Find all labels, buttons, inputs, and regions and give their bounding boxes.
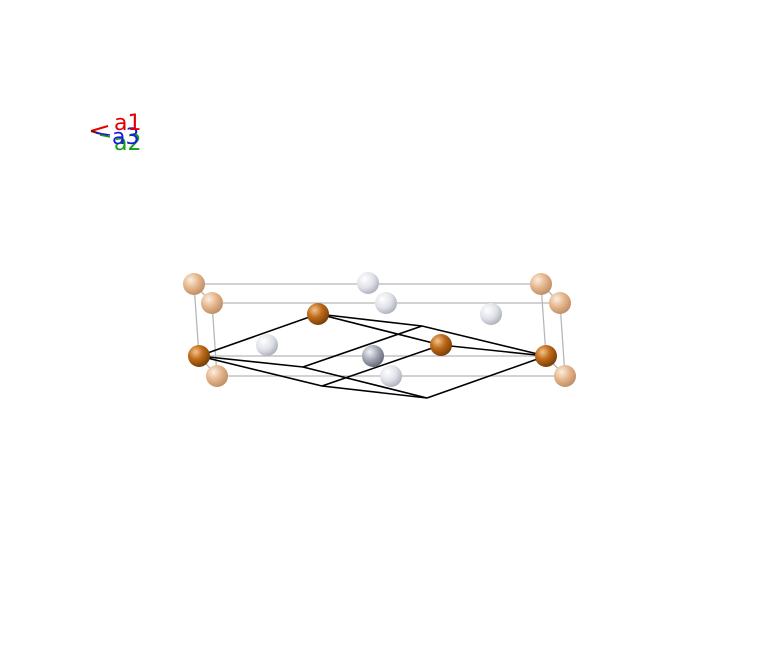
primitive-cell-edges [198,313,547,399]
corner-atom-near-top-left [201,292,223,314]
corner-atom-far-top-right [530,273,552,295]
silver-atom-bottom-center [380,365,402,387]
axis-indicator: a2 a3 a1 [90,111,141,156]
corner-atom-far-top-left [183,273,205,295]
axis-a2-label: a2 [114,131,141,156]
silver-atom-near-center [375,292,397,314]
silver-atom-left [256,334,278,356]
silver-atom-right [480,303,502,325]
corner-atom-bottom-left [206,365,228,387]
axis-a3-label: a3 [112,125,139,150]
axis-a2-arrow [99,134,111,138]
silver-atom-top-center [357,272,379,294]
corner-atom-bottom-right [554,365,576,387]
corner-atom-near-top-right [549,292,571,314]
copper-atom-middle [430,334,452,356]
atoms [183,272,576,387]
copper-atom-left [188,345,210,367]
copper-atom-right [535,345,557,367]
axis-a3-arrow [95,132,111,136]
copper-atom-top [307,303,329,325]
axis-a1-arrow [90,125,109,132]
axis-a1-label: a1 [114,111,141,136]
silver-atom-center [362,345,384,367]
